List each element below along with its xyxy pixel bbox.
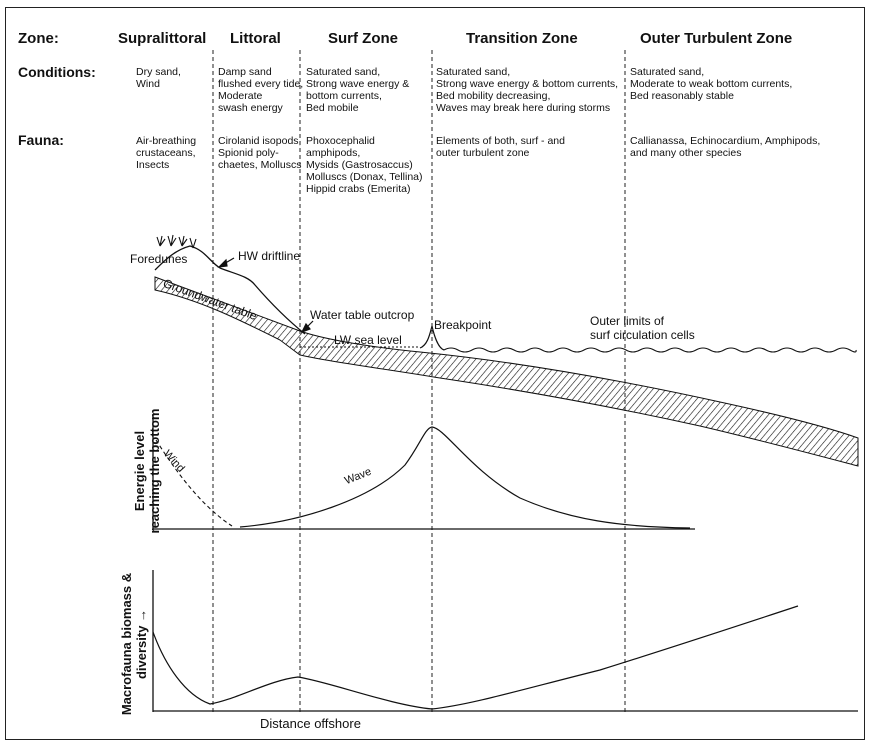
zone-header-outer-turbulent: Outer Turbulent Zone [640,30,793,47]
sea-surface-waves [443,347,857,353]
conditions-outer-turbulent: Saturated sand, Moderate to weak bottom … [630,66,793,102]
fauna-outer-turbulent: Callianassa, Echinocardium, Amphipods, a… [630,135,821,159]
zone-header-littoral: Littoral [230,30,281,47]
conditions-row-label: Conditions: [18,64,96,80]
hw-driftline-arrow-icon [217,257,235,268]
energy-y-axis-label: Energie level reaching the bottom [132,408,162,534]
outcrop-arrow-icon [300,320,314,334]
conditions-surf: Saturated sand, Strong wave energy & bot… [306,66,410,114]
zone-header-surf: Surf Zone [328,30,398,47]
fauna-row-label: Fauna: [18,132,64,148]
fauna-littoral: Cirolanid isopods, Spionid poly- chaetes… [218,135,302,171]
figure-frame [5,7,865,740]
groundwater-sediment-band [154,276,859,467]
conditions-littoral: Damp sand flushed every tide, Moderate s… [218,66,304,114]
zone-header-transition: Transition Zone [466,30,578,47]
biomass-diversity-curve [152,605,799,710]
zone-divider-lines [212,50,626,712]
foredune-vegetation-icon [156,234,197,249]
water-table-outcrop-label: Water table outcrop [310,308,415,322]
hw-driftline-label: HW driftline [238,249,301,263]
zone-header-supralittoral: Supralittoral [118,30,207,47]
fauna-supralittoral: Air-breathing crustaceans, Insects [136,135,197,171]
breakpoint-label: Breakpoint [434,318,492,332]
wind-energy-curve [155,439,233,527]
fauna-transition: Elements of both, surf - and outer turbu… [436,135,565,159]
foredunes-label: Foredunes [130,252,188,266]
distance-offshore-label: Distance offshore [260,716,361,731]
conditions-transition: Saturated sand, Strong wave energy & bot… [436,66,619,114]
wave-energy-curve [239,426,691,529]
outer-limits-label: Outer limits of surf circulation cells [590,314,695,342]
beach-surface-line [154,245,306,335]
conditions-supralittoral: Dry sand, Wind [136,66,181,90]
biomass-y-axis-label: Macrofauna biomass & diversity → [119,572,149,716]
breaking-wave-shape [419,325,445,351]
zone-row-label: Zone: [18,30,59,47]
fauna-surf: Phoxocephalid amphipods, Mysids (Gastros… [306,135,423,195]
lw-sea-level-label: LW sea level [334,333,402,347]
